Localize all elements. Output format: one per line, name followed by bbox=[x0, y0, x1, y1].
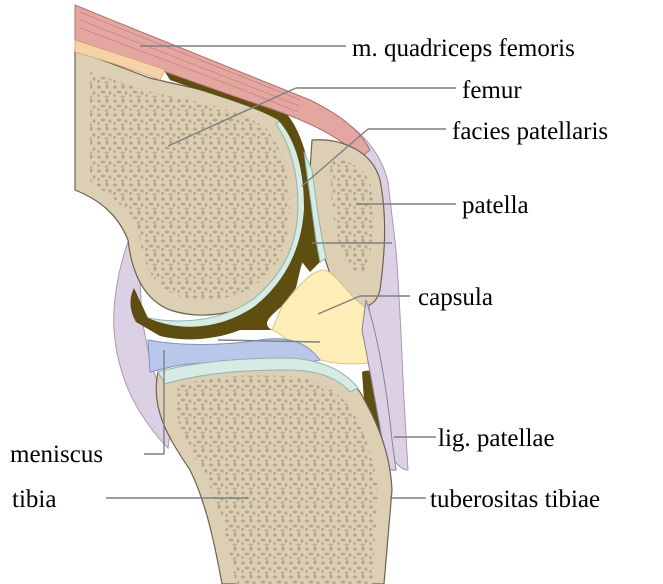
label-femur: femur bbox=[462, 77, 522, 104]
label-patella: patella bbox=[462, 192, 529, 219]
label-quadriceps: m. quadriceps femoris bbox=[352, 35, 575, 62]
label-tuberositas-tibiae: tuberositas tibiae bbox=[430, 486, 600, 513]
label-facies-patellaris: facies patellaris bbox=[452, 118, 608, 145]
label-tibia: tibia bbox=[12, 486, 56, 513]
label-meniscus: meniscus bbox=[10, 441, 103, 468]
label-capsula: capsula bbox=[418, 284, 493, 311]
label-lig-patellae: lig. patellae bbox=[438, 425, 555, 452]
